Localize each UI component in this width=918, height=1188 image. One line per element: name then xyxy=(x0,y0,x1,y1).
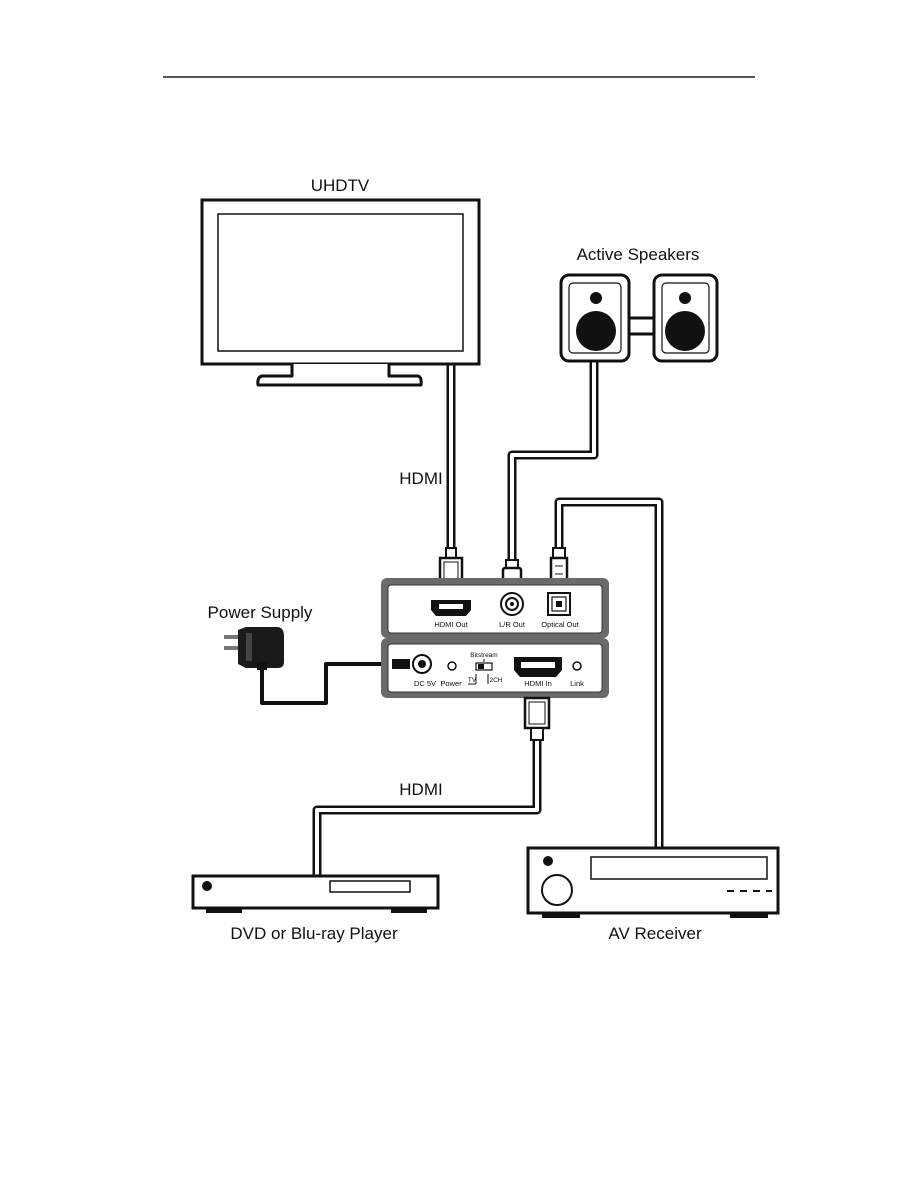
extractor-input-panel xyxy=(381,638,609,698)
uhdtv xyxy=(200,198,481,387)
hdmi-in-label: HDMI In xyxy=(524,679,552,688)
optical-out-label: Optical Out xyxy=(541,620,579,629)
optical-cable xyxy=(554,497,664,848)
player-hdmi-label: HDMI xyxy=(399,780,442,799)
bitstream-switch[interactable] xyxy=(468,659,493,685)
hdmi-in-plug xyxy=(523,696,551,741)
player-hdmi-cable xyxy=(312,740,542,876)
receiver-label: AV Receiver xyxy=(608,924,702,943)
dc-5v-label: DC 5V xyxy=(414,679,436,688)
speaker-audio-cable xyxy=(507,362,599,560)
extractor-output-panel xyxy=(381,578,609,638)
optical-out-port xyxy=(547,592,571,616)
av-receiver xyxy=(526,846,780,918)
tv-label: UHDTV xyxy=(311,176,370,195)
hdmi-out-port xyxy=(431,600,471,616)
player-label: DVD or Blu-ray Player xyxy=(230,924,398,943)
link-led xyxy=(572,661,582,671)
power-label: Power xyxy=(440,679,462,688)
lr-out-label: L/R Out xyxy=(499,620,526,629)
dvd-bluray-player xyxy=(191,874,440,913)
power-cable xyxy=(260,662,392,705)
switch-tv-label: TV xyxy=(468,677,477,684)
switch-2ch-label: 2CH xyxy=(489,677,502,684)
active-speakers xyxy=(559,273,719,363)
hdmi-in-port xyxy=(514,657,562,677)
dc-5v-port xyxy=(392,654,432,674)
link-label: Link xyxy=(570,679,584,688)
power-led xyxy=(447,661,457,671)
bitstream-label: Bitstream xyxy=(470,652,497,659)
lr-out-port xyxy=(500,592,524,616)
power-supply-label: Power Supply xyxy=(208,603,313,622)
power-supply-adapter xyxy=(224,627,284,670)
speakers-label: Active Speakers xyxy=(577,245,700,264)
hdmi-out-label: HDMI Out xyxy=(434,620,468,629)
tv-hdmi-label: HDMI xyxy=(399,469,442,488)
